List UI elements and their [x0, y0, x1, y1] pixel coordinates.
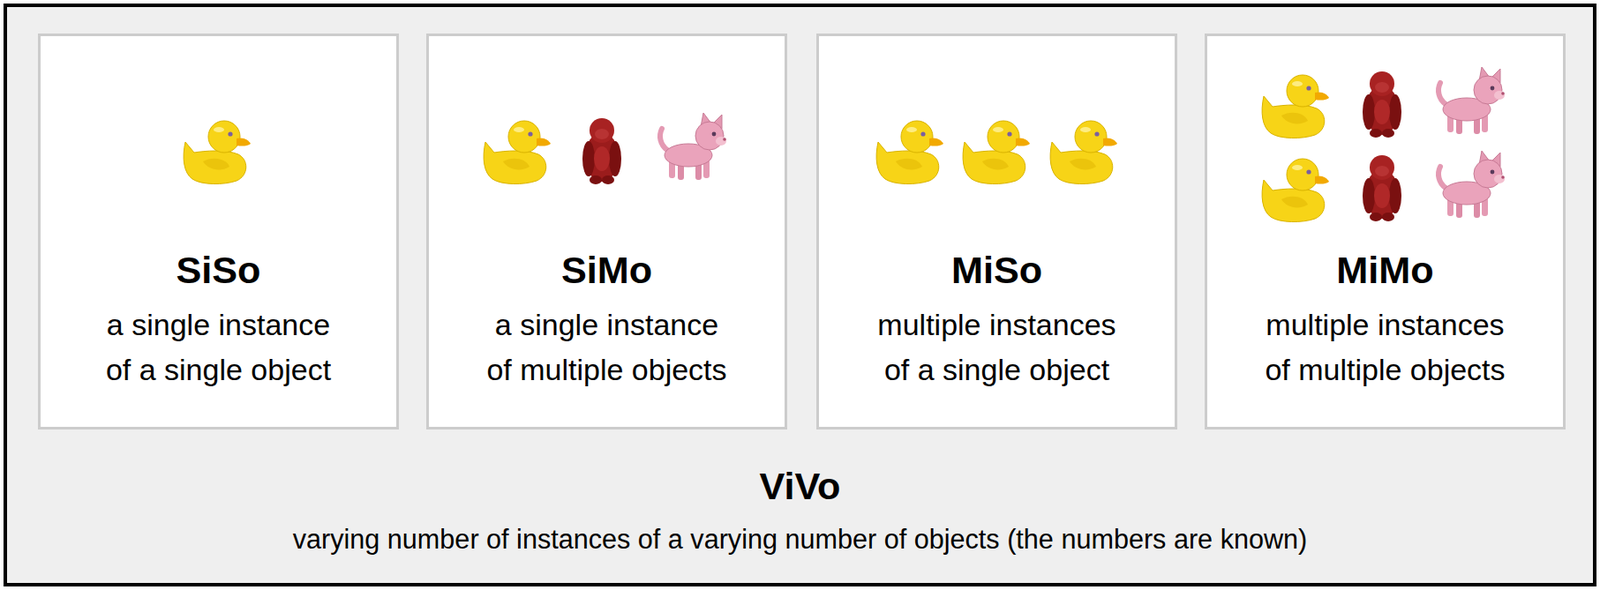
gorilla-figure: [1362, 71, 1402, 138]
gorilla-figure: [1362, 155, 1402, 222]
duck-figure: [1050, 120, 1118, 185]
cat-figure: [1438, 150, 1505, 218]
cat-figure: [1438, 67, 1505, 135]
duck-figure: [876, 120, 944, 185]
duck-figure: [1261, 158, 1330, 223]
duck-figure: [1261, 75, 1330, 139]
text-group: ViVo varying number of instances of a var…: [7, 464, 1593, 558]
category-description: varying number of instances of a varying…: [7, 522, 1593, 558]
category-title: ViVo: [7, 464, 1593, 511]
text-group: SiSo a single instance of a single object: [40, 247, 397, 393]
text-group: SiMo a single instance of multiple object…: [428, 247, 785, 393]
outer-frame: ViVo varying number of instances of a var…: [3, 3, 1597, 587]
category-description: a single instance of a single object: [93, 302, 345, 393]
category-title: SiSo: [40, 247, 397, 294]
category-title: MiSo: [818, 247, 1175, 294]
gorilla-figure: [582, 118, 622, 185]
category-title: MiMo: [1207, 247, 1563, 294]
duck-figure: [962, 120, 1030, 185]
category-description: multiple instances of a single object: [871, 302, 1123, 393]
category-panel: SiMo a single instance of multiple object…: [426, 33, 788, 430]
duck-figure: [483, 120, 551, 185]
category-title: SiMo: [428, 247, 785, 294]
category-panel: SiSo a single instance of a single object: [37, 33, 399, 430]
duck-figure: [183, 120, 251, 185]
cat-figure: [660, 112, 727, 181]
category-description: a single instance of multiple objects: [481, 302, 733, 393]
text-group: MiSo multiple instances of a single objec…: [818, 247, 1175, 393]
category-panel: MiSo multiple instances of a single objec…: [816, 33, 1178, 430]
text-group: MiMo multiple instances of multiple objec…: [1207, 247, 1563, 393]
category-description: multiple instances of multiple objects: [1260, 302, 1511, 393]
